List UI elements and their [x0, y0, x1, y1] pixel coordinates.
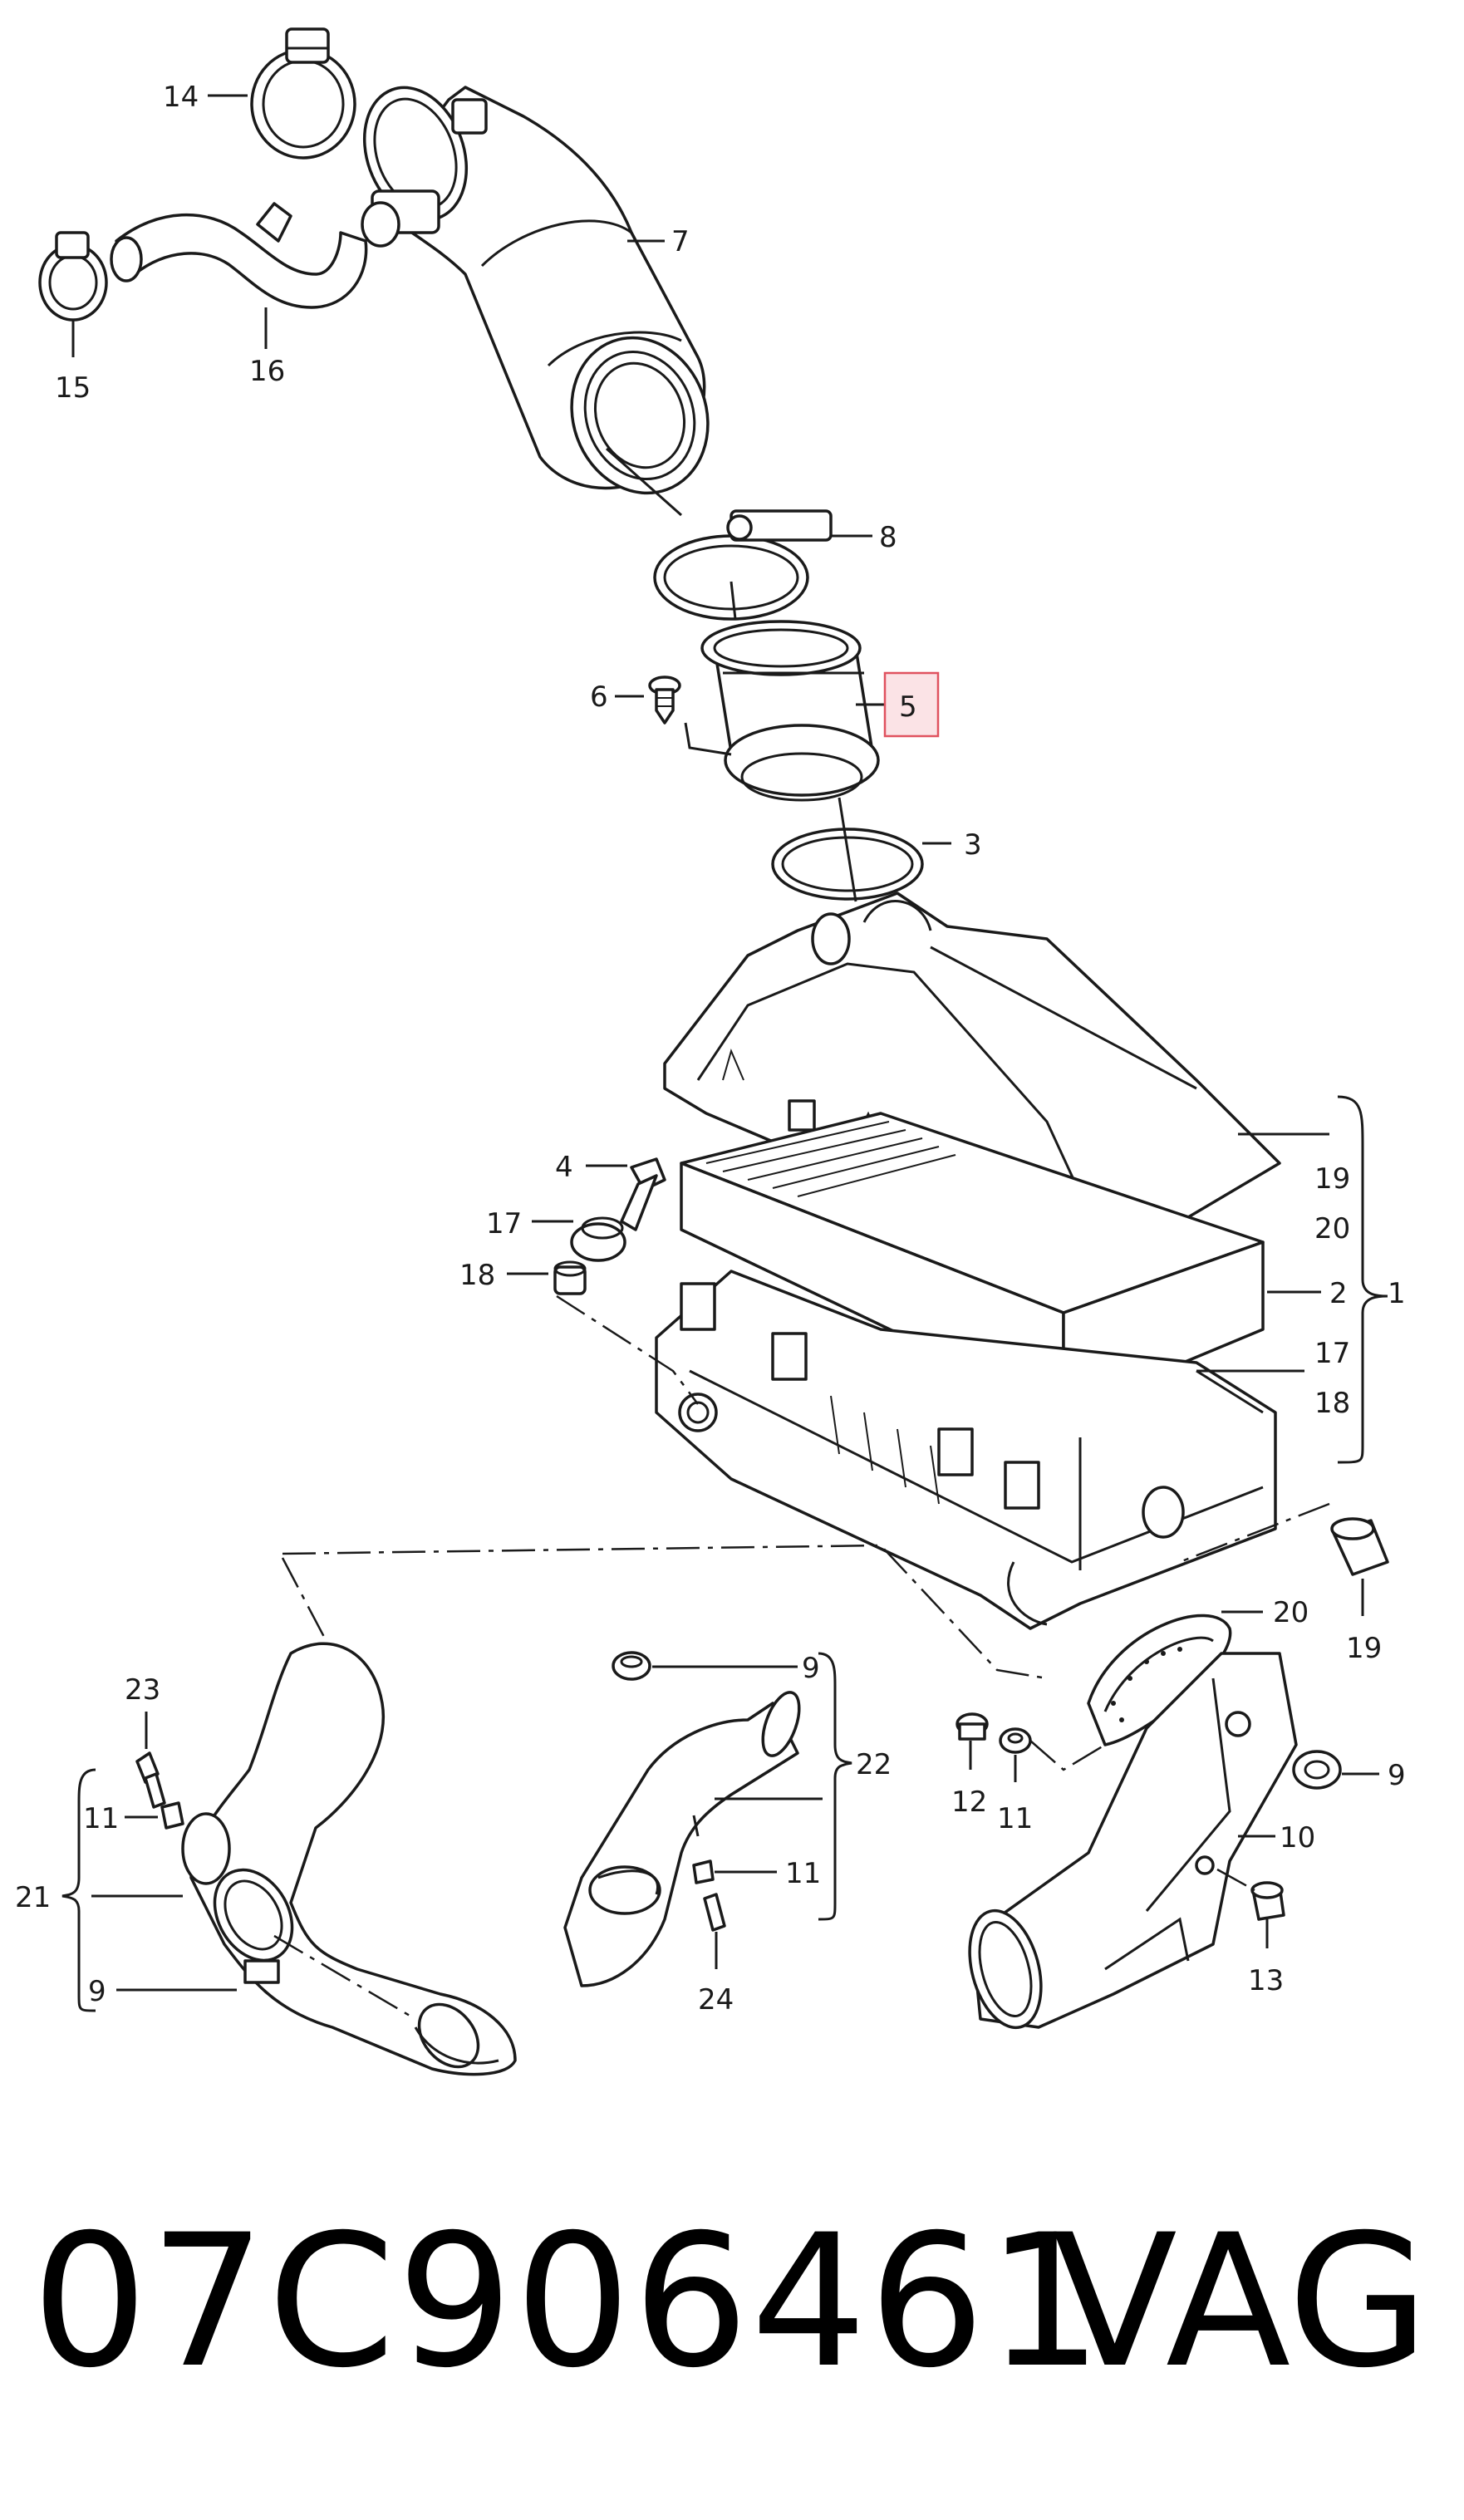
callout-13: 13 [1248, 1964, 1284, 1997]
part-10-duct [968, 1652, 1298, 2030]
callout-24: 24 [698, 1983, 734, 2016]
callout-11b: 11 [785, 1857, 821, 1890]
callout-19b: 19 [1346, 1632, 1382, 1665]
callout-6: 6 [590, 680, 608, 714]
part-6-screw [648, 675, 681, 725]
callout-9a: 9 [88, 1975, 106, 2008]
callout-5: 5 [899, 690, 917, 724]
part-7-intake-hose [361, 86, 710, 495]
callout-11c: 11 [997, 1802, 1033, 1835]
part-8-clamp [653, 509, 833, 621]
part-22-hose-assembly [563, 1691, 801, 1987]
part-1-air-filter-housing [655, 892, 1281, 1630]
part-15-clamp [38, 231, 108, 322]
callout-16: 16 [249, 355, 285, 388]
part-14-clamp [250, 27, 356, 160]
callout-8: 8 [879, 521, 897, 554]
callout-2: 2 [1329, 1277, 1348, 1310]
part-3-o-ring [771, 828, 924, 901]
part-16-hose [110, 202, 368, 309]
callout-18a: 18 [1314, 1387, 1350, 1420]
part-12-nut [956, 1712, 989, 1741]
part-9-grommet-c [1292, 1750, 1342, 1790]
part-24-screw [703, 1893, 726, 1932]
part-23-screw [135, 1751, 166, 1809]
callout-22: 22 [856, 1748, 892, 1781]
callout-23: 23 [125, 1673, 160, 1707]
callout-21: 21 [15, 1881, 51, 1914]
part-5-air-mass-meter [700, 620, 880, 802]
callout-1: 1 [1388, 1277, 1406, 1310]
part-11-nut-c [999, 1727, 1032, 1754]
callout-20b: 20 [1273, 1596, 1309, 1629]
part-20-seal [1087, 1614, 1232, 1746]
callout-10: 10 [1280, 1821, 1315, 1854]
callout-20a: 20 [1314, 1212, 1350, 1245]
callout-7: 7 [671, 225, 690, 258]
callout-17b: 17 [486, 1207, 522, 1240]
part-4-bolt [620, 1157, 666, 1231]
callout-11a: 11 [83, 1802, 119, 1835]
callout-9c: 9 [1388, 1759, 1406, 1792]
part-11-nut-a [160, 1801, 184, 1830]
part-17-grommet [570, 1216, 626, 1262]
callout-3: 3 [964, 828, 982, 862]
callout-18b: 18 [459, 1259, 495, 1292]
callout-14: 14 [163, 81, 199, 114]
callout-9b: 9 [802, 1652, 820, 1685]
part-21-hose-assembly [181, 1642, 517, 2076]
part-9-grommet-b [612, 1651, 651, 1681]
highlight-box [883, 671, 940, 738]
part-18-bushing [553, 1260, 587, 1295]
brand-label: VAG [1052, 2195, 1429, 2408]
part-number: 07C906461 [32, 2195, 1105, 2408]
callout-19a: 19 [1314, 1162, 1350, 1196]
callout-12: 12 [951, 1786, 987, 1819]
part-11-nut-b [692, 1859, 715, 1884]
parts-diagram: 14 15 16 7 8 [15, 27, 1406, 2076]
callout-15: 15 [55, 371, 91, 405]
part-19-bushing [1330, 1517, 1389, 1576]
part-13-cap [1250, 1881, 1285, 1921]
callout-17a: 17 [1314, 1337, 1350, 1370]
callout-4: 4 [555, 1151, 573, 1184]
